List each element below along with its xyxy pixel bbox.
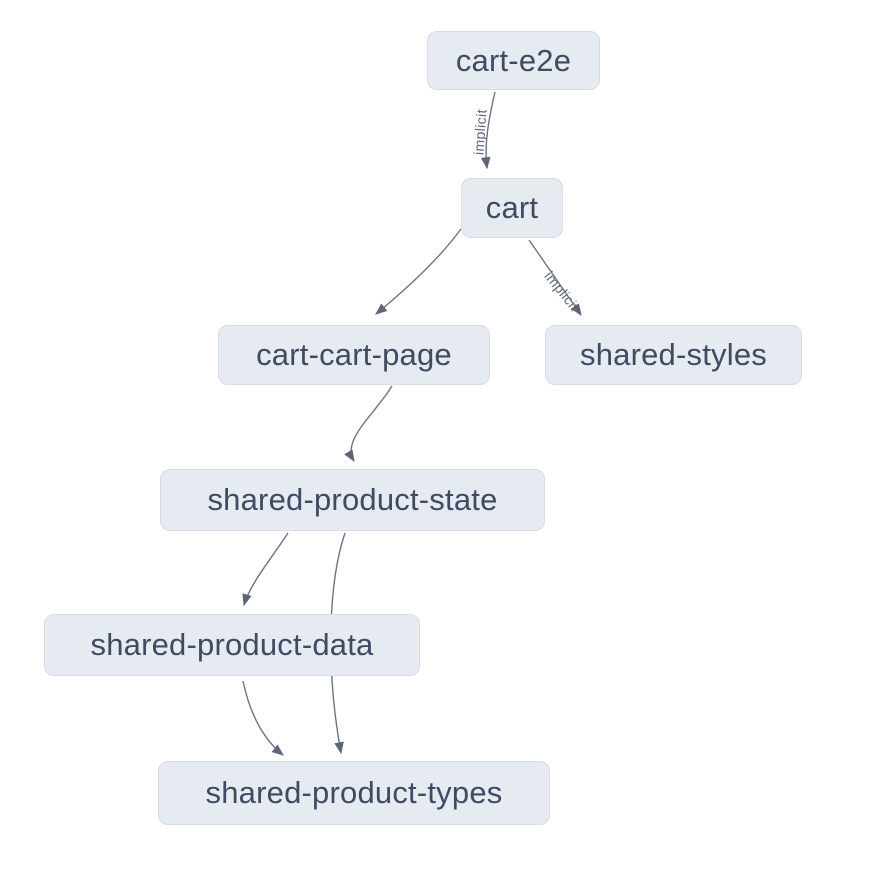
graph-node-label: cart-e2e bbox=[455, 42, 572, 78]
graph-node-label: shared-product-types bbox=[205, 775, 503, 810]
edge-shared-product-state-to-shared-product-data bbox=[242, 532, 289, 607]
graph-node-shared-styles[interactable]: shared-styles bbox=[545, 325, 802, 385]
graph-node-cart[interactable]: cart bbox=[461, 178, 563, 238]
graph-node-cart-cart-page[interactable]: cart-cart-page bbox=[218, 325, 490, 385]
edge-cart-cart-page-to-shared-product-state bbox=[344, 385, 393, 463]
graph-node-label: shared-product-state bbox=[207, 482, 498, 517]
graph-node-label: cart bbox=[485, 190, 539, 225]
edge-label-implicit-cart-shared-styles: implicit bbox=[541, 268, 583, 314]
edge-shared-product-data-to-shared-product-types bbox=[242, 680, 284, 756]
graph-node-label: shared-styles bbox=[580, 337, 767, 372]
graph-node-label: cart-cart-page bbox=[256, 337, 452, 372]
edge-cart-to-cart-cart-page bbox=[375, 228, 462, 315]
graph-node-shared-product-data[interactable]: shared-product-data bbox=[44, 614, 420, 676]
graph-node-cart-e2e[interactable]: cart-e2e bbox=[427, 31, 600, 90]
edge-label-implicit-cart-e2e-cart: implicit bbox=[470, 108, 490, 156]
graph-node-label: shared-product-data bbox=[90, 627, 374, 662]
graph-node-shared-product-types[interactable]: shared-product-types bbox=[158, 761, 550, 825]
graph-node-shared-product-state[interactable]: shared-product-state bbox=[160, 469, 545, 531]
